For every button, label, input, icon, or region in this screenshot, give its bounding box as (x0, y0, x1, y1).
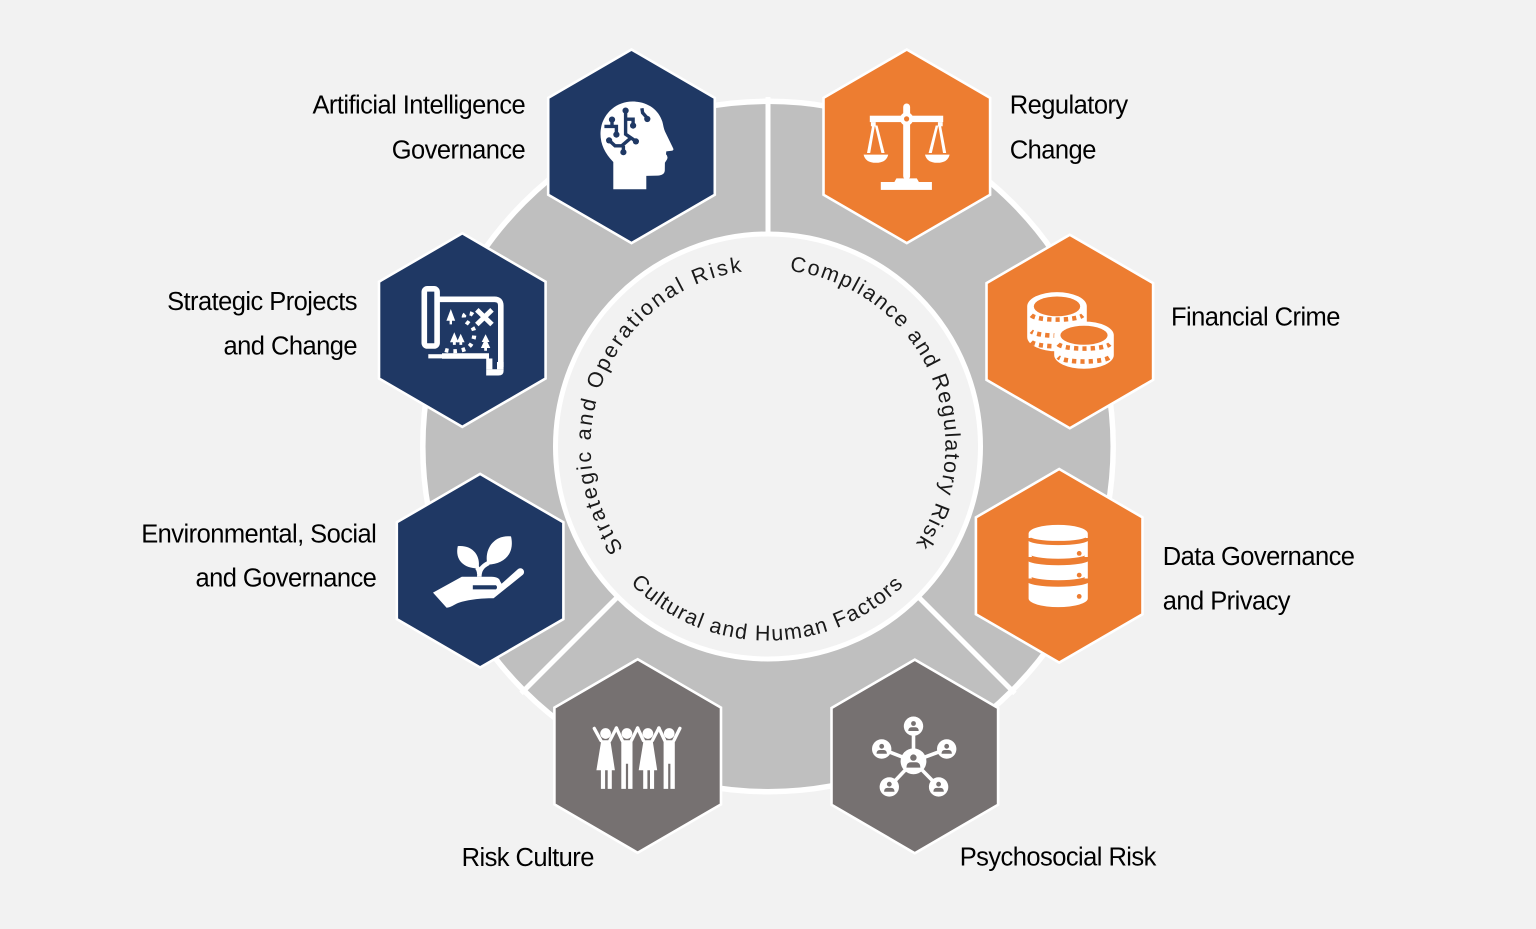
svg-text:Governance: Governance (392, 136, 526, 164)
svg-text:Environmental, Social: Environmental, Social (141, 520, 376, 548)
svg-text:and Privacy: and Privacy (1163, 587, 1291, 615)
svg-text:Data Governance: Data Governance (1163, 543, 1355, 571)
svg-text:and Change: and Change (224, 332, 358, 360)
svg-text:Artificial Intelligence: Artificial Intelligence (312, 92, 525, 120)
svg-text:Psychosocial Risk: Psychosocial Risk (960, 844, 1157, 872)
svg-text:Strategic Projects: Strategic Projects (167, 288, 357, 316)
svg-text:Change: Change (1010, 136, 1096, 164)
svg-text:Regulatory: Regulatory (1010, 92, 1129, 120)
svg-text:and Governance: and Governance (195, 565, 376, 593)
svg-text:Financial Crime: Financial Crime (1171, 304, 1340, 332)
svg-text:Risk Culture: Risk Culture (462, 844, 595, 872)
